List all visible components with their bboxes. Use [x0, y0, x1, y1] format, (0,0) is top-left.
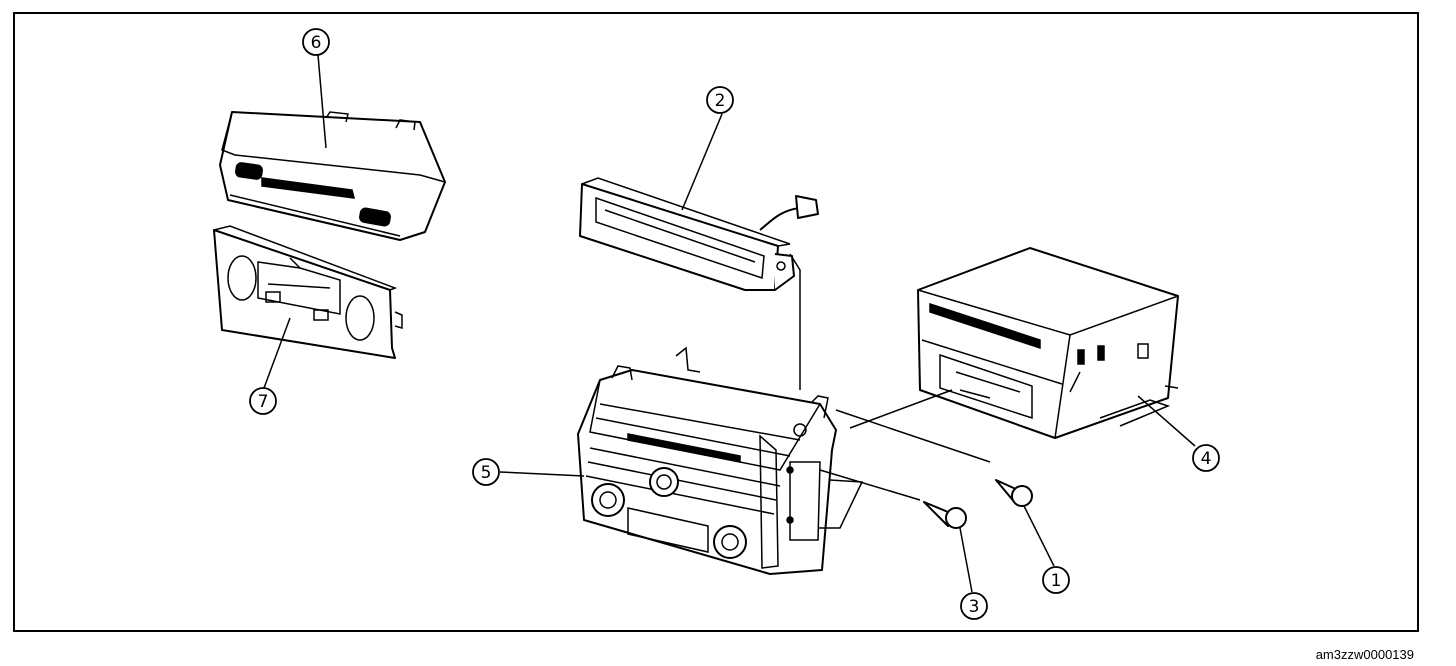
callout-5: 5 — [472, 458, 500, 486]
callout-4: 4 — [1192, 444, 1220, 472]
part-1-screw — [995, 479, 1033, 507]
callout-2: 2 — [706, 86, 734, 114]
callout-2-label: 2 — [715, 91, 726, 111]
part-3-screw — [923, 501, 967, 529]
callout-4-label: 4 — [1201, 449, 1212, 469]
callout-7: 7 — [249, 387, 277, 415]
callout-3-label: 3 — [969, 597, 980, 617]
callout-1-label: 1 — [1051, 571, 1062, 591]
callout-7-label: 7 — [258, 392, 269, 412]
callout-6: 6 — [302, 28, 330, 56]
image-reference-code: am3zzw0000139 — [1315, 647, 1414, 662]
callout-1: 1 — [1042, 566, 1070, 594]
assembly-guide-lines — [818, 389, 991, 529]
part-4-drive-unit — [917, 247, 1179, 439]
callout-3: 3 — [960, 592, 988, 620]
leader-lines — [263, 54, 1196, 593]
callout-6-label: 6 — [311, 33, 322, 53]
diagram-frame — [13, 12, 1419, 632]
callout-5-label: 5 — [481, 463, 492, 483]
part-5-main-unit — [577, 346, 837, 575]
part-6-upper-panel — [219, 111, 446, 241]
part-7-face-plate — [213, 225, 403, 359]
part-2-display-module — [579, 177, 819, 390]
